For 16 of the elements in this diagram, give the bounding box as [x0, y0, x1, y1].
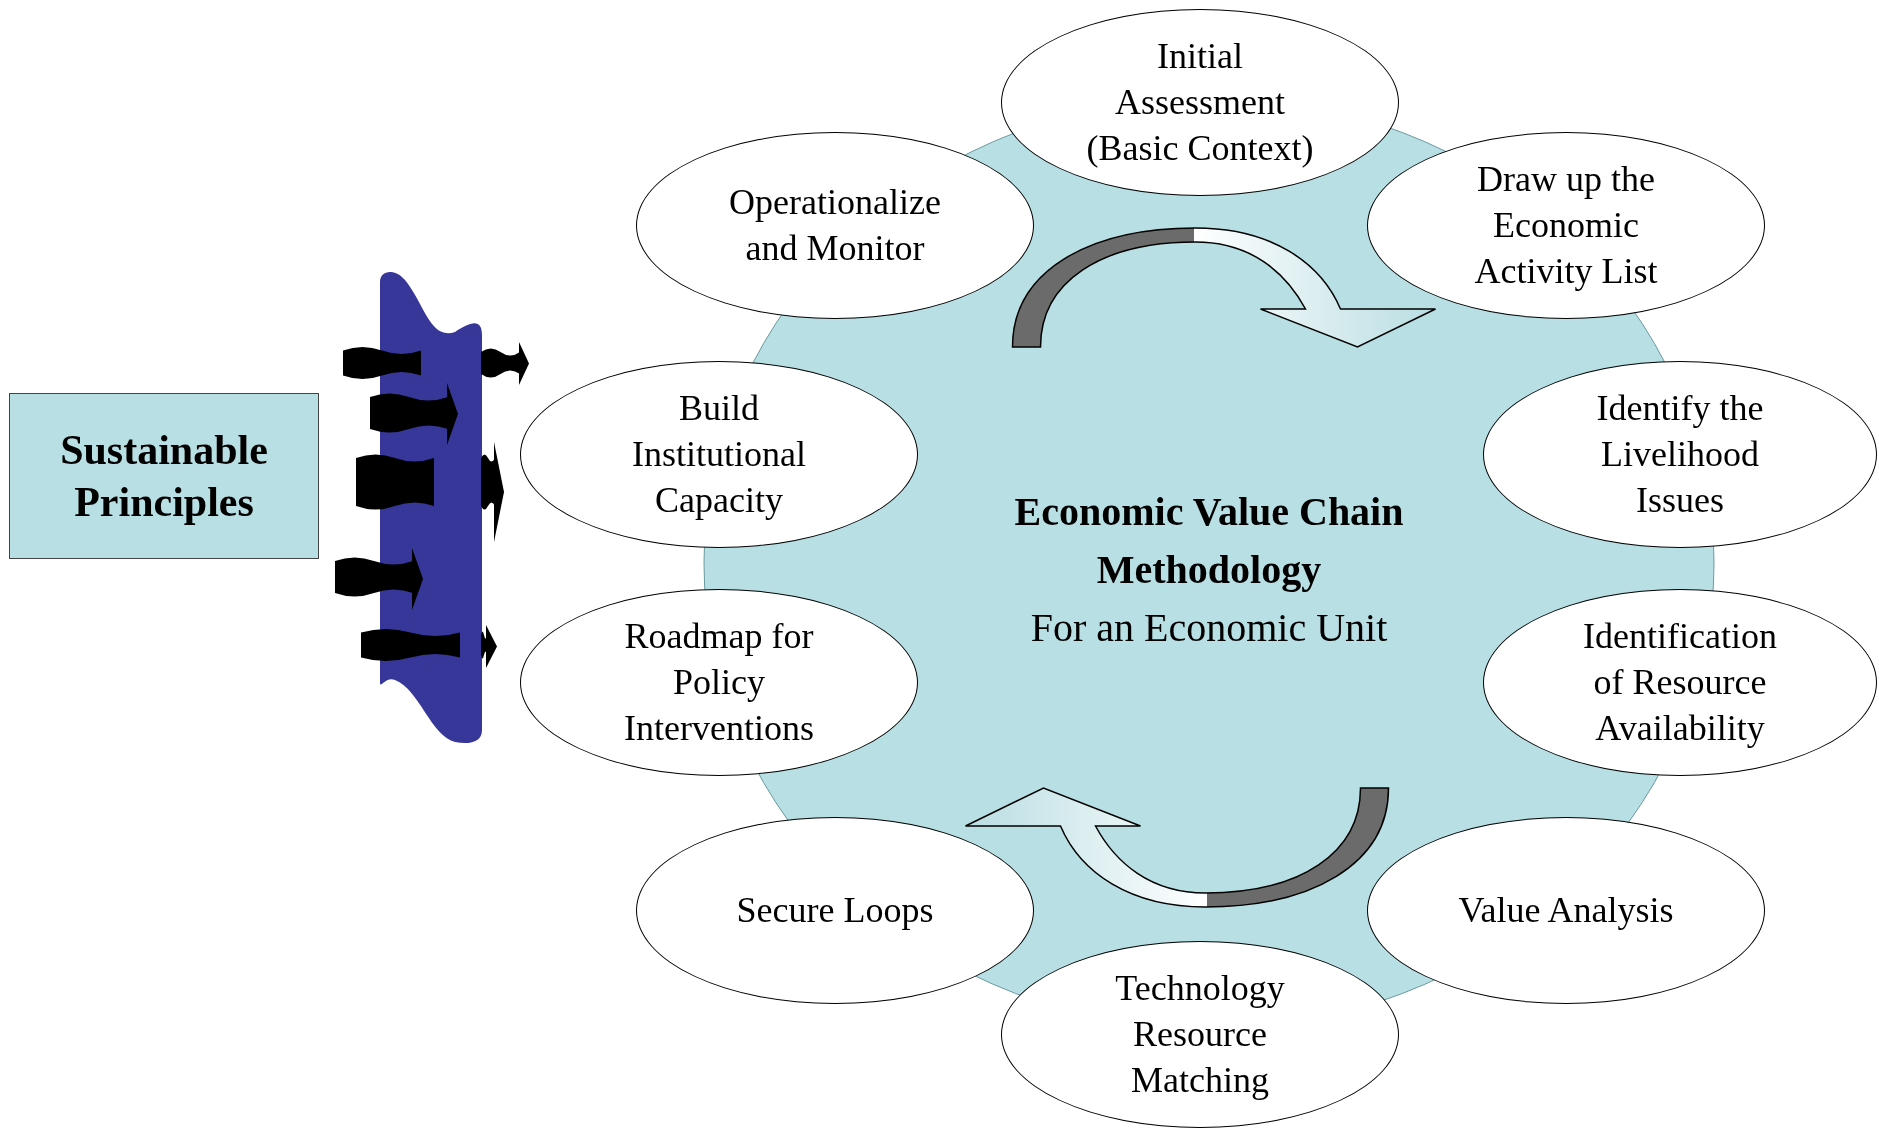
step-label: Value Analysis — [1458, 888, 1674, 932]
step-label: Build Institutional Capacity — [631, 386, 807, 523]
method-scope-label: For an Economic Unit — [1030, 604, 1388, 652]
method-name-label: Economic Value Chain Methodology — [1013, 488, 1405, 594]
step-label: Secure Loops — [736, 888, 934, 932]
step-label: Identify the Livelihood Issues — [1595, 386, 1765, 523]
step-label: Technology Resource Matching — [1114, 966, 1286, 1103]
curved-arrow — [1011, 227, 1437, 348]
step-label: Roadmap for Policy Interventions — [623, 614, 815, 751]
step-label: Draw up the Economic Activity List — [1473, 157, 1659, 294]
curved-arrow — [964, 787, 1390, 908]
step-label: Initial Assessment (Basic Context) — [1085, 34, 1315, 171]
principle-label: Sustainable Principles — [59, 425, 269, 527]
step-label: Identification of Resource Availability — [1582, 614, 1778, 751]
principle-box — [9, 393, 319, 559]
step-label: Operationalize and Monitor — [728, 180, 942, 270]
